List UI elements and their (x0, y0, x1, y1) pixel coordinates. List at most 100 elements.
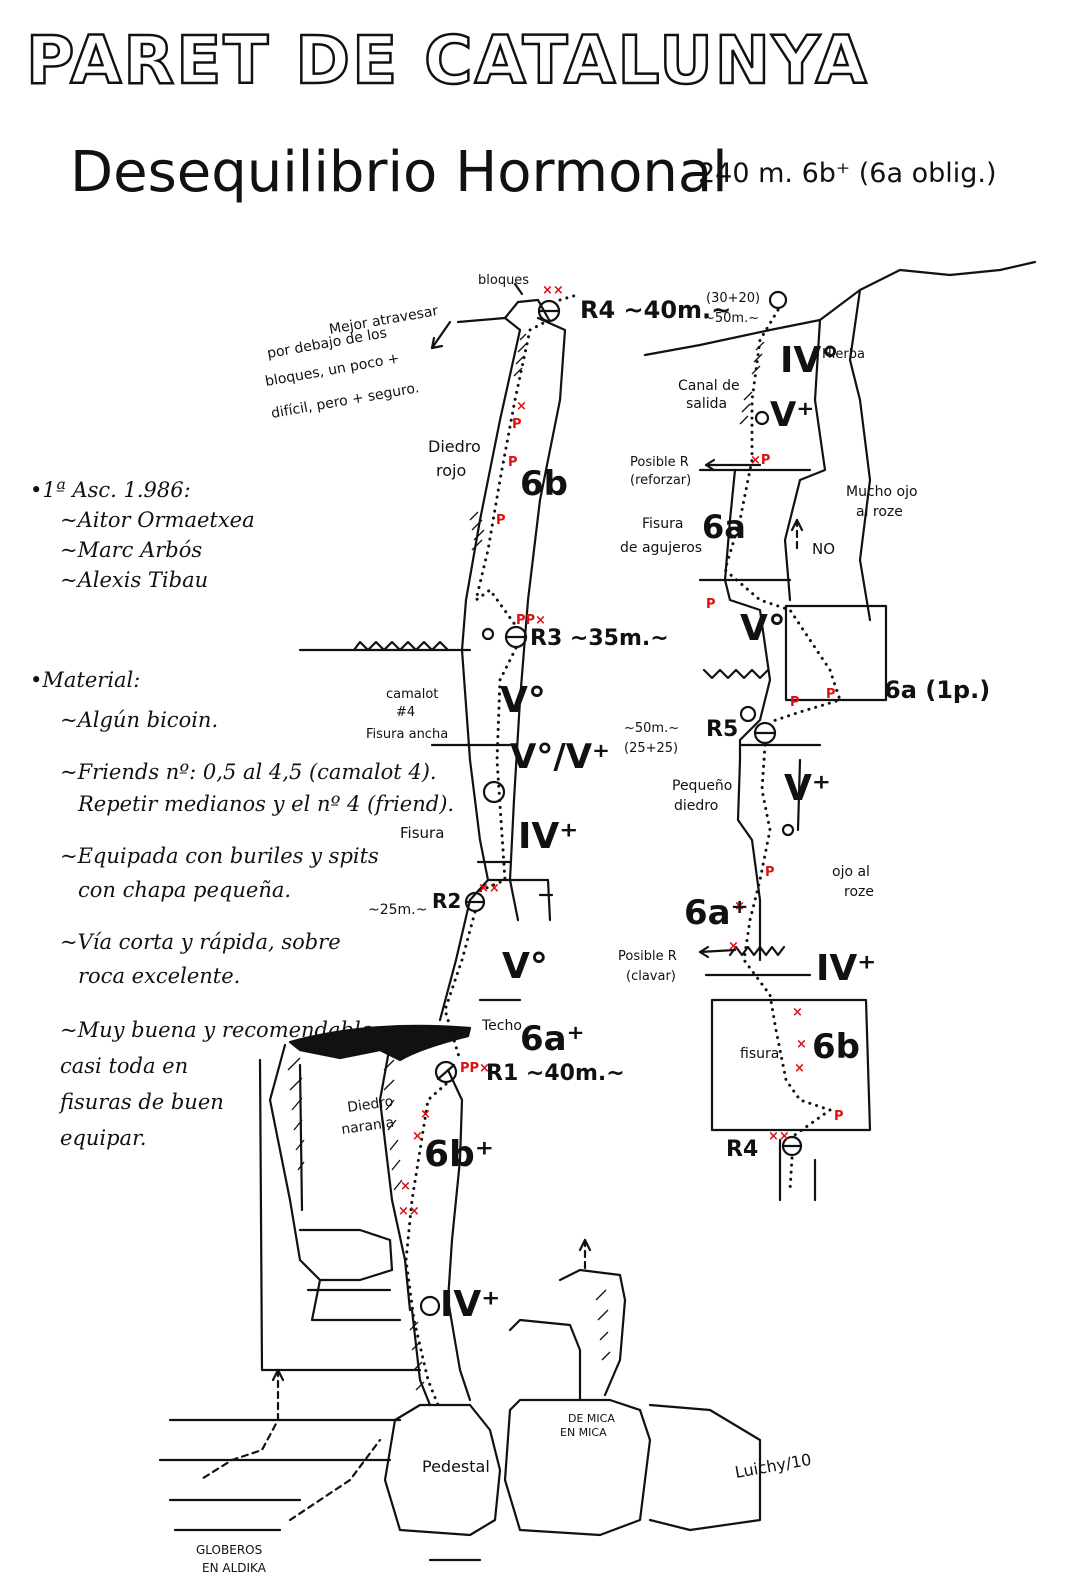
r5-length-2: (25+25) (624, 741, 678, 756)
ojo-roze-2: roze (844, 884, 874, 900)
belay-r5-label: R5 (706, 717, 738, 742)
material-line-3: Repetir medianos y el nº 4 (friend). (78, 792, 455, 816)
top-length-1: (30+20) (706, 291, 760, 306)
svg-text:P: P (706, 597, 716, 612)
pedestal-label: Pedestal (422, 1457, 490, 1476)
r5-length-1: ~50m.~ (624, 721, 679, 736)
bloques-note: bloques (478, 273, 529, 288)
diedro-naranja-1: Diedro (346, 1094, 394, 1116)
diedro-naranja-2: naranja (340, 1115, 395, 1138)
material-line-11: equipar. (60, 1126, 147, 1150)
grade-6b-left: 6b (520, 464, 568, 504)
climber-3: ~Alexis Tibau (60, 568, 209, 592)
material-line-9: casi toda en (60, 1054, 189, 1078)
canal-note-2: salida (686, 396, 727, 412)
climber-2: ~Marc Arbós (60, 538, 203, 562)
first-ascent-label: •1ª Asc. 1.986: (30, 478, 191, 502)
svg-text:P: P (834, 1109, 844, 1124)
fisura-note-right: fisura (740, 1046, 779, 1062)
diedro-rojo-2: rojo (436, 461, 466, 480)
belay-r4b-label: R4 (726, 1137, 758, 1162)
pequeno-diedro-1: Pequeño (672, 778, 732, 794)
grade-6b-plus: 6b⁺ (424, 1134, 494, 1175)
mucho-ojo-2: al roze (856, 504, 903, 520)
belay-r2-label: R2 (432, 889, 461, 913)
svg-text:×: × (728, 939, 739, 954)
grade-v-p4a: V° (500, 680, 546, 721)
bolt-mark: ×× (542, 283, 564, 298)
grade-6a-right: 6a (702, 508, 746, 546)
top-length-2: ~50m.~ (704, 311, 759, 326)
grade-iv-plus-right: IV⁺ (816, 948, 876, 989)
material-line-5: con chapa pequeña. (78, 878, 292, 902)
grade-iv-top: IV° (780, 340, 839, 381)
globeros-2: EN ALDIKA (202, 1561, 267, 1575)
globeros-1: GLOBEROS (196, 1543, 262, 1557)
material-line-1: ~Algún bicoin. (60, 708, 219, 732)
de-mica-1: DE MICA (568, 1412, 615, 1425)
camalot-note-1: camalot (386, 687, 438, 702)
posible-r-1: Posible R (630, 455, 689, 470)
route-line-right (723, 308, 842, 1192)
svg-text:×P: ×P (750, 453, 770, 468)
mejor-note-4: difícil, pero + seguro. (270, 380, 421, 422)
wall-title: PARET DE CATALUNYA (25, 21, 869, 101)
posible-r-2: (reforzar) (630, 473, 691, 488)
left-wall-outline (438, 316, 522, 1022)
grade-iv-plus-p4c: IV⁺ (518, 816, 578, 857)
posible-r-clavar-2: (clavar) (626, 969, 676, 984)
fisura-ancha-note: Fisura ancha (366, 727, 448, 742)
svg-text:P: P (508, 455, 518, 470)
camalot-note-2: #4 (396, 705, 415, 720)
climber-1: ~Aitor Ormaetxea (60, 508, 255, 532)
route-name: Desequilibrio Hormonal (70, 140, 728, 205)
pillar-outline (268, 1043, 402, 1322)
techo-note: Techo (481, 1018, 522, 1034)
svg-text:×: × (400, 1179, 411, 1194)
svg-text:××: ×× (478, 881, 500, 896)
svg-text:P: P (826, 687, 836, 702)
svg-text:×: × (794, 1061, 805, 1076)
material-line-2: ~Friends nº: 0,5 al 4,5 (camalot 4). (60, 760, 437, 784)
svg-text:×: × (420, 1107, 431, 1122)
mucho-ojo-1: Mucho ojo (846, 484, 918, 500)
material-line-6: ~Vía corta y rápida, sobre (60, 930, 341, 954)
left-wall-outline-right (508, 316, 567, 922)
route-stats: 240 m. 6b⁺ (6a oblig.) (698, 158, 997, 189)
svg-text:P: P (765, 865, 775, 880)
pequeno-diedro-2: diedro (674, 798, 718, 814)
svg-text:P: P (512, 417, 522, 432)
fisura-agujeros-1: Fisura (642, 516, 683, 532)
roof (288, 1024, 472, 1062)
grade-v-plus-r2: V⁺ (784, 768, 831, 809)
svg-text:P: P (790, 695, 800, 710)
svg-text:×: × (516, 399, 527, 414)
belay-r1-icon (434, 1060, 458, 1084)
hierba-note: Hierba (822, 347, 865, 362)
grade-6a-plus-left: 6a⁺ (520, 1019, 585, 1059)
de-mica-2: EN MICA (560, 1426, 607, 1439)
svg-text:××: ×× (768, 1129, 790, 1144)
material-line-4: ~Equipada con buriles y spits (60, 844, 379, 868)
svg-text:×: × (792, 1005, 803, 1020)
grade-6b-right: 6b (812, 1027, 860, 1067)
grade-6a-1p: 6a (1p.) (884, 676, 990, 704)
diedro-rojo-1: Diedro (428, 437, 481, 456)
svg-text:P: P (496, 513, 506, 528)
belay-r3-label: R3 ~35m.~ (530, 626, 669, 651)
belay-r4-label: R4 ~40m.~ (580, 296, 731, 324)
canal-note-1: Canal de (678, 378, 740, 394)
signature: Luichy/10 (733, 1450, 812, 1482)
svg-text:×: × (796, 1037, 807, 1052)
r2-length: ~25m.~ (368, 902, 427, 918)
base-blocks (383, 1403, 502, 1537)
no-note: NO (812, 540, 835, 558)
grade-v-right: V° (740, 608, 786, 649)
grade-6a-plus-right: 6a⁺ (684, 893, 749, 933)
grade-v-p3: V° (502, 946, 548, 987)
tree-icon (768, 290, 788, 310)
grade-v-plus-r1: V⁺ (770, 395, 814, 435)
belay-r1-label: R1 ~40m.~ (486, 1061, 625, 1086)
